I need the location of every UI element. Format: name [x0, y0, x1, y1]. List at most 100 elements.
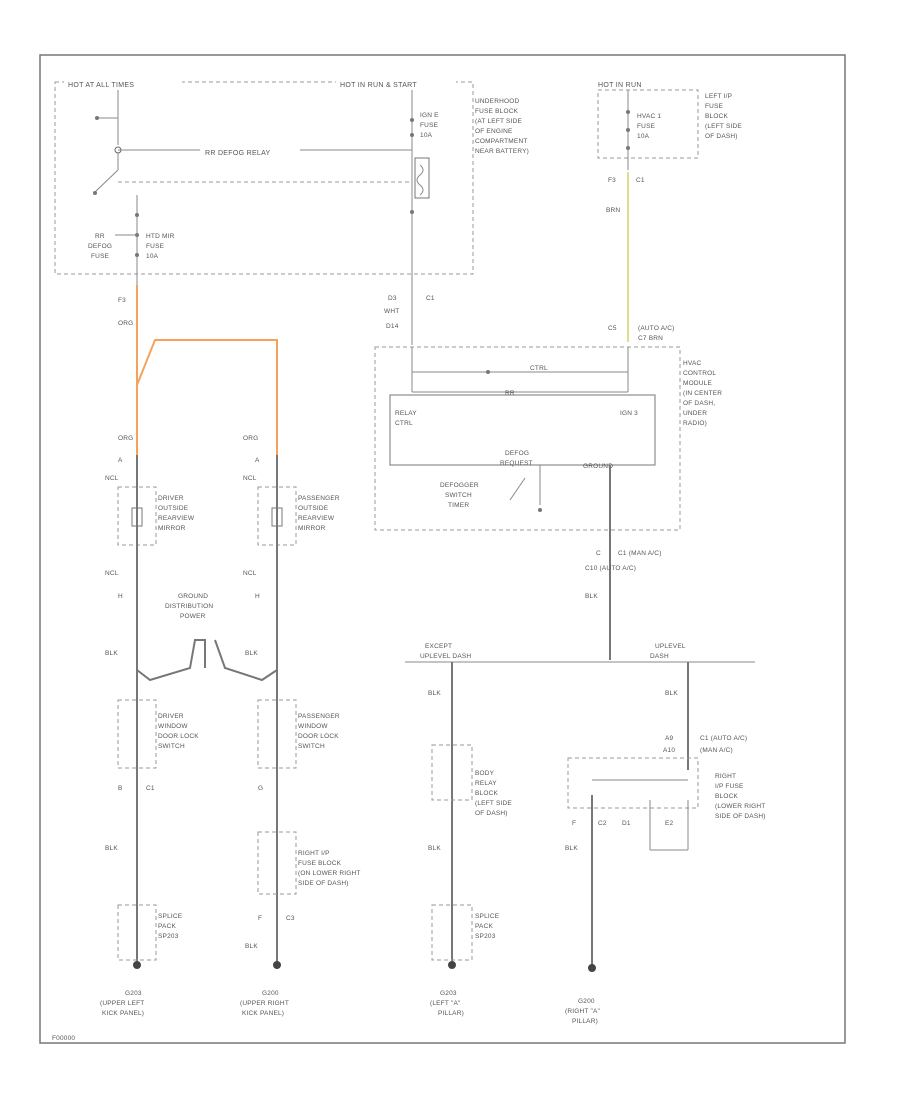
hvac-inner-box: [389, 394, 656, 466]
blk-right-a: BLK: [565, 845, 578, 852]
rip-label-3: (ON LOWER RIGHT: [298, 870, 361, 877]
underhood-label-2: FUSE BLOCK: [475, 108, 519, 115]
hvac-fuse-label-1: HVAC 1: [637, 113, 661, 120]
ign3-label: IGN 3: [620, 410, 638, 417]
underhood-label-1: UNDERHOOD: [475, 98, 520, 105]
c1-man-ac-label: (MAN A/C): [700, 747, 733, 754]
rr-label: RR: [505, 390, 515, 397]
blk-except-1: BLK: [428, 690, 441, 697]
g203-left-1: G203: [125, 990, 142, 997]
ign-fuse-label-1: IGN E: [420, 112, 439, 119]
body-relay-block-outline: [431, 744, 473, 801]
g203-a-label-3: PILLAR): [438, 1010, 464, 1017]
hvac-fuse-label-2: FUSE: [637, 123, 656, 130]
driver-mirror-4: MIRROR: [158, 525, 186, 532]
c1-man-label: C1 (MAN A/C): [618, 550, 662, 557]
hot-in-run-label: HOT IN RUN: [598, 82, 642, 89]
rip2-label-5: SIDE OF DASH): [715, 813, 766, 820]
g200-a-label-3: PILLAR): [572, 1018, 598, 1025]
except-uplevel-2: UPLEVEL DASH: [420, 653, 471, 660]
d3-label: D3: [388, 295, 397, 302]
relay-ctrl-label-2: CTRL: [395, 420, 413, 427]
c1-mid-label: C1: [426, 295, 435, 302]
g-right: G: [258, 785, 263, 792]
passenger-mirror-2: OUTSIDE: [298, 505, 329, 512]
rr-defog-relay-text: RR DEFOG RELAY: [205, 150, 271, 157]
brn-label: BRN: [606, 207, 620, 214]
splice2-label-3: SP203: [475, 933, 496, 940]
hvac-module-label-3: MODULE: [683, 380, 712, 387]
figure-id: F00000: [52, 1035, 75, 1042]
h-left-label: H: [118, 593, 123, 600]
ign-fuse-label-2: FUSE: [420, 122, 439, 129]
c1-auto-label: C1 (AUTO A/C): [700, 735, 747, 742]
a9-label: A9: [665, 735, 674, 742]
h-right-label: H: [255, 593, 260, 600]
left-ip-fuse-block-outline: [597, 89, 699, 159]
a10-label: A10: [663, 747, 675, 754]
splice-pack-2-outline: [431, 904, 473, 961]
rip2-label-2: I/P FUSE: [715, 783, 744, 790]
rip-label-1: RIGHT I/P: [298, 850, 330, 857]
g200-right-3: KICK PANEL): [242, 1010, 284, 1017]
splice1-label-1: SPLICE: [158, 913, 183, 920]
left-ip-label-5: OF DASH): [705, 133, 738, 140]
body-relay-1: BODY: [475, 770, 495, 777]
defogger-label-1: DEFOGGER: [440, 482, 479, 489]
pass-door-2: WINDOW: [298, 723, 328, 730]
body-relay-2: RELAY: [475, 780, 497, 787]
uplevel-dash-2: DASH: [650, 653, 669, 660]
rip2-label-4: (LOWER RIGHT: [715, 803, 765, 810]
htd-mir-fuse-label-1: HTD MIR: [146, 233, 175, 240]
blk-right-1: BLK: [245, 650, 258, 657]
pass-door-4: SWITCH: [298, 743, 325, 750]
defog-request-label-2: REQUEST: [500, 460, 533, 467]
left-ip-label-1: LEFT I/P: [705, 93, 732, 100]
blk-right-2: BLK: [245, 943, 258, 950]
driver-door-4: SWITCH: [158, 743, 185, 750]
a-right-label: A: [255, 457, 260, 464]
ground-dist-3: POWER: [180, 613, 206, 620]
passenger-mirror-4: MIRROR: [298, 525, 326, 532]
blk-left-1: BLK: [105, 650, 118, 657]
splice1-label-2: PACK: [158, 923, 176, 930]
hvac-module-label-6: UNDER: [683, 410, 707, 417]
ground-label: GROUND: [583, 463, 613, 470]
hvac-module-label-2: CONTROL: [683, 370, 716, 377]
hvac-module-label-1: HVAC: [683, 360, 701, 367]
rip-label-4: SIDE OF DASH): [298, 880, 349, 887]
passenger-mirror-1: PASSENGER: [298, 495, 340, 502]
pass-door-3: DOOR LOCK: [298, 733, 339, 740]
hvac-fuse-label-3: 10A: [637, 133, 650, 140]
left-ip-label-3: BLOCK: [705, 113, 729, 120]
d14-label: D14: [386, 323, 399, 330]
htd-mir-fuse-label-3: 10A: [146, 253, 159, 260]
body-relay-4: (LEFT SIDE: [475, 800, 512, 807]
hvac-module-label-5: OF DASH,: [683, 400, 715, 407]
c2-label: C2: [598, 820, 607, 827]
ctrl-label: CTRL: [530, 365, 548, 372]
ground-g203-icon: [133, 961, 141, 969]
driver-door-1: DRIVER: [158, 713, 184, 720]
g200-right-2: (UPPER RIGHT: [240, 1000, 289, 1007]
ncl-right-1: NCL: [243, 475, 257, 482]
driver-door-2: WINDOW: [158, 723, 188, 730]
splice1-label-3: SP203: [158, 933, 179, 940]
except-uplevel-1: EXCEPT: [425, 643, 452, 650]
splice2-label-2: PACK: [475, 923, 493, 930]
org-left-2: ORG: [118, 435, 133, 442]
underhood-label-3: (AT LEFT SIDE: [475, 118, 522, 125]
g200-right-1: G200: [262, 990, 279, 997]
defogger-label-2: SWITCH: [445, 492, 472, 499]
blk-uplevel: BLK: [665, 690, 678, 697]
uplevel-dash-1: UPLEVEL: [655, 643, 686, 650]
underhood-label-5: COMPARTMENT: [475, 138, 528, 145]
ncl-left-1: NCL: [105, 475, 119, 482]
ncl-left-2: NCL: [105, 570, 119, 577]
a-left-label: A: [118, 457, 123, 464]
left-ip-label-2: FUSE: [705, 103, 724, 110]
ground-g203-a-icon: [448, 961, 456, 969]
blk-hvac-label: BLK: [585, 593, 598, 600]
passenger-mirror-3: REARVIEW: [298, 515, 335, 522]
